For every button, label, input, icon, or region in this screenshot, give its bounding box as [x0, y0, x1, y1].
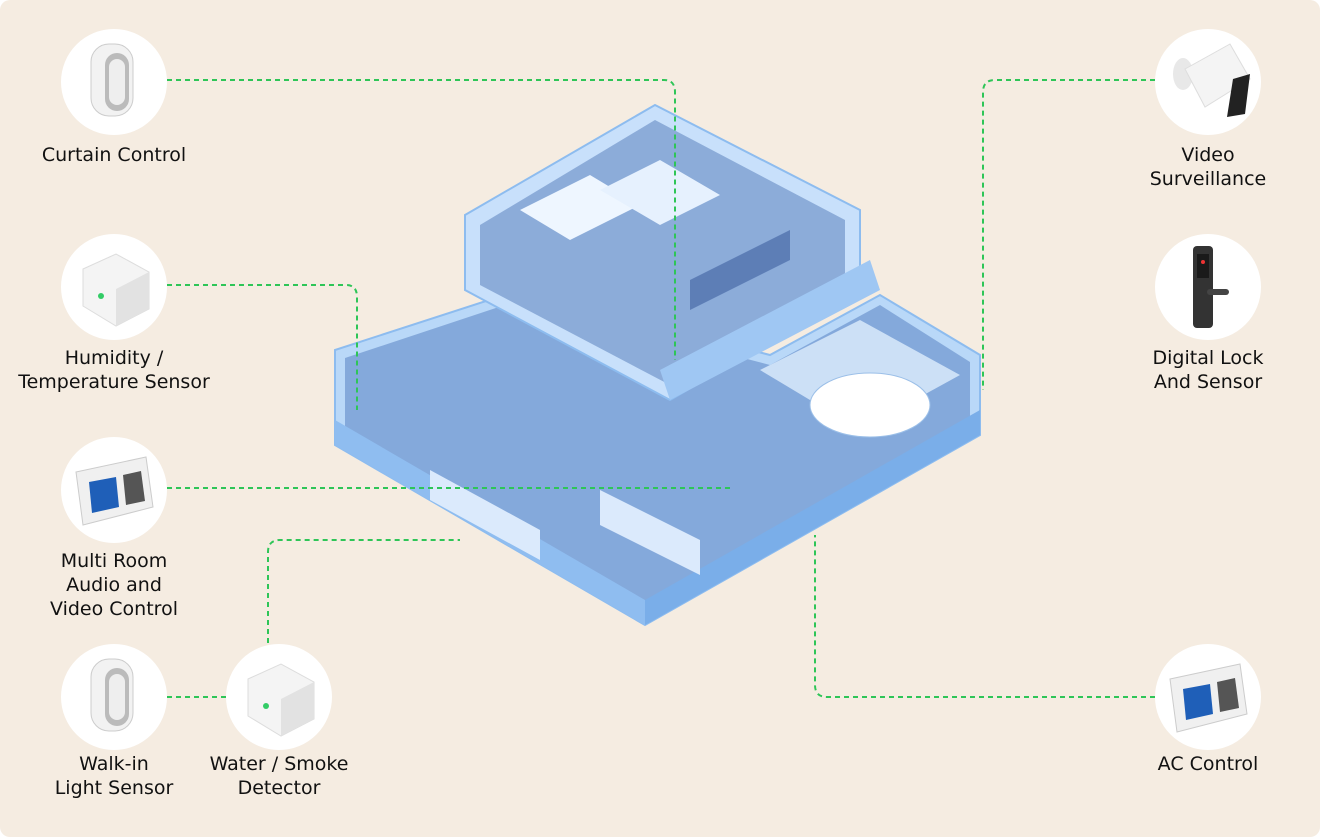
- video-connector: [982, 79, 1155, 390]
- ac-label: AC Control: [1088, 752, 1320, 776]
- label-line: Surveillance: [1149, 168, 1267, 190]
- label-line: Curtain Control: [41, 144, 187, 166]
- ac-connector: [814, 535, 1155, 698]
- multiroom-device-node: [61, 437, 167, 543]
- video-device-node: [1155, 29, 1261, 135]
- control-panel-icon: [75, 456, 154, 526]
- walkin-device-node: [61, 644, 167, 750]
- lock-device-node: [1155, 234, 1261, 340]
- ac-panel-icon: [1169, 663, 1248, 733]
- label-line: Video: [1181, 144, 1235, 166]
- label-line: Water / Smoke: [209, 753, 349, 775]
- label-line: Humidity /: [64, 347, 164, 369]
- water-connector: [267, 539, 460, 643]
- label-line: Walk-in: [79, 753, 149, 775]
- house-upper-floor: [464, 103, 880, 402]
- sensor-icon: [82, 253, 150, 327]
- house-ground-floor: [334, 288, 981, 627]
- curtain-label: Curtain Control: [0, 143, 234, 167]
- label-line: And Sensor: [1153, 371, 1263, 393]
- humidity-label: Humidity /Temperature Sensor: [0, 346, 234, 394]
- label-line: Video Control: [50, 598, 178, 620]
- door-lock-icon: [1193, 246, 1229, 328]
- detector-icon: [247, 663, 315, 737]
- label-line: Digital Lock: [1152, 347, 1264, 369]
- curtain-device-node: [61, 29, 167, 135]
- ac-device-node: [1155, 644, 1261, 750]
- connector-lines: [167, 79, 1155, 698]
- curtain-controller-icon: [90, 43, 134, 117]
- light-sensor-icon: [90, 658, 134, 732]
- label-line: Detector: [237, 777, 321, 799]
- humidity-device-node: [61, 234, 167, 340]
- label-line: Light Sensor: [54, 777, 174, 799]
- label-line: Temperature Sensor: [18, 371, 210, 393]
- camera-icon: [1173, 43, 1251, 117]
- label-line: AC Control: [1157, 753, 1259, 775]
- water-device-node: [226, 644, 332, 750]
- curtain-connector: [167, 79, 676, 360]
- label-line: Audio and: [66, 574, 162, 596]
- label-line: Multi Room: [60, 550, 168, 572]
